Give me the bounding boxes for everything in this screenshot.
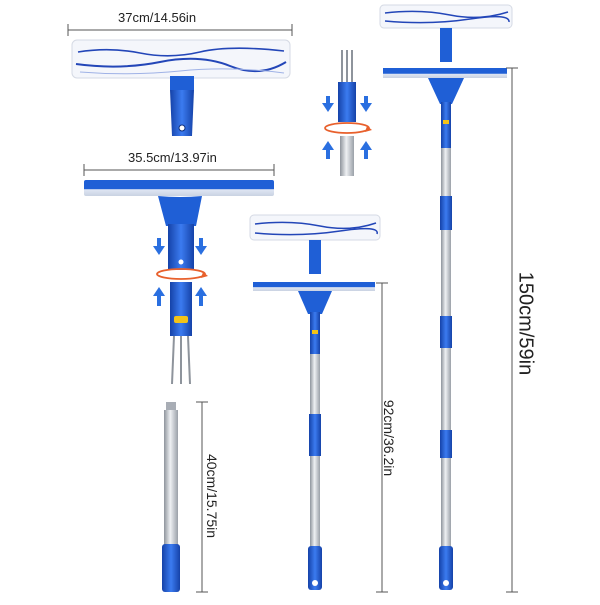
- rotate-icon: [156, 268, 208, 280]
- arrow-up-icon: [322, 141, 372, 159]
- arrow-down-icon: [322, 96, 372, 112]
- dimension-line-segment: [196, 401, 208, 593]
- dimension-label-medium: 92cm/36.2in: [381, 399, 397, 477]
- dimension-line-full: [506, 67, 518, 593]
- arrow-up-icon: [153, 287, 207, 306]
- dimension-line-medium: [376, 282, 388, 593]
- pole-segment: [162, 402, 180, 592]
- mop-head-large: [71, 39, 291, 136]
- full-tool: [379, 4, 513, 590]
- medium-tool: [249, 214, 381, 590]
- squeegee-head: [84, 180, 274, 270]
- rotate-icon: [324, 122, 372, 134]
- dimension-label-mop-head: 37cm/14.56in: [118, 10, 197, 25]
- pole-connector: [170, 282, 192, 385]
- pole-detail-top: [338, 50, 356, 176]
- dimension-line-squeegee: [83, 164, 275, 176]
- dimension-label-segment: 40cm/15.75in: [204, 453, 220, 539]
- dimension-line-top: [67, 24, 293, 36]
- dimension-label-full: 150cm/59in: [514, 271, 537, 376]
- dimension-label-squeegee: 35.5cm/13.97in: [128, 150, 217, 165]
- arrow-down-icon: [153, 238, 207, 255]
